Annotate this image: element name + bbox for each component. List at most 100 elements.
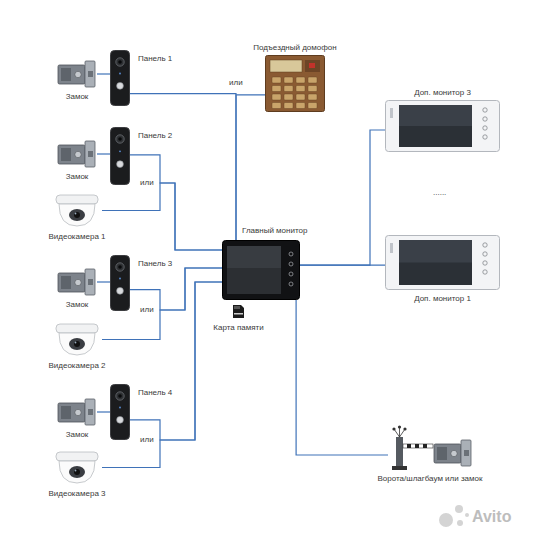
drawn-rect	[88, 71, 93, 77]
watermark-dot	[455, 505, 463, 513]
device-label: Панель 2	[138, 131, 172, 140]
drawn-rect	[415, 444, 419, 448]
drawn-circle	[119, 73, 121, 75]
drawn-rect	[234, 313, 243, 315]
drawn-rect	[396, 437, 403, 467]
drawn-circle	[483, 108, 487, 112]
drawn-circle	[289, 272, 293, 276]
drawn-circle	[75, 71, 81, 77]
extra-monitor: Доп. монитор 1	[385, 235, 500, 290]
main-illustration	[222, 240, 300, 300]
ellipsis-mark-anchor: ......	[433, 188, 446, 197]
drawn-circle	[116, 58, 124, 66]
wire-connector	[130, 94, 236, 240]
drawn-circle	[117, 287, 124, 294]
drawn-rect	[266, 56, 325, 112]
drawn-rect	[111, 51, 130, 106]
wire-connector	[236, 95, 265, 240]
drawn-circle	[403, 427, 406, 430]
lock-illustration	[57, 398, 97, 426]
drawn-ellipse	[69, 466, 85, 478]
drawn-rect	[272, 86, 281, 92]
camera-illustration	[52, 450, 102, 485]
lock-illustration	[57, 140, 97, 168]
main-monitor: Главный монитор	[222, 240, 300, 300]
drawn-rect	[284, 77, 293, 83]
drawn-rect	[399, 240, 472, 285]
or-note: или	[229, 78, 243, 87]
device-label: Главный монитор	[242, 226, 307, 235]
drawn-rect	[423, 444, 427, 448]
panel-illustration	[110, 50, 130, 106]
drawn-rect	[305, 60, 320, 72]
drawn-rect	[88, 279, 93, 285]
or-note: или	[140, 178, 154, 187]
drawn-path	[59, 461, 95, 483]
wire-connector	[130, 155, 222, 250]
drawn-circle	[75, 409, 81, 415]
drawn-circle	[483, 126, 487, 130]
device-label: Панель 4	[138, 388, 172, 397]
drawn-rect	[111, 128, 130, 185]
drawn-rect	[85, 399, 95, 425]
wire-connector	[296, 300, 388, 455]
drawn-rect	[308, 86, 317, 92]
drawn-g	[434, 440, 471, 466]
wire-connector	[97, 73, 110, 74]
or-note-anchor: или	[140, 178, 154, 187]
panel-illustration	[110, 384, 130, 440]
drawn-rect	[85, 61, 95, 87]
drawn-circle	[74, 469, 80, 475]
drawn-circle	[392, 427, 395, 430]
wire-connector	[300, 130, 385, 265]
panel-illustration	[110, 255, 130, 311]
dome-camera: Видеокамера 2	[52, 322, 102, 357]
call-panel: Панель 3	[110, 255, 130, 311]
drawn-rect	[296, 86, 305, 92]
drawn-circle	[74, 341, 80, 347]
device-label: Доп. монитор 1	[414, 294, 471, 303]
drawn-circle	[75, 342, 77, 344]
drawn-rect	[61, 148, 71, 161]
drawn-rect	[227, 246, 281, 268]
drawn-circle	[116, 392, 124, 400]
drawn-circle	[483, 261, 487, 265]
drawn-circle	[118, 137, 122, 141]
device-label: Видеокамера 2	[49, 361, 106, 370]
device-label: Панель 3	[138, 259, 172, 268]
drawn-rect	[61, 68, 71, 81]
lock-illustration	[57, 60, 97, 88]
drawn-rect	[88, 409, 93, 415]
dome-camera: Видеокамера 3	[52, 450, 102, 485]
drawn-rect	[434, 444, 461, 463]
drawn-circle	[118, 265, 122, 269]
device-label: Видеокамера 3	[49, 489, 106, 498]
drawn-circle	[75, 279, 81, 285]
drawn-rect	[390, 243, 393, 253]
drawn-circle	[483, 117, 487, 121]
wire-connector	[97, 411, 110, 412]
drawn-rect	[272, 77, 281, 83]
watermark-anchor: Avito	[472, 508, 511, 526]
lock-device: Замок	[57, 60, 97, 88]
device-label: Карта памяти	[213, 323, 263, 332]
camera-illustration	[52, 193, 102, 228]
drawn-circle	[483, 252, 487, 256]
drawn-circle	[289, 262, 293, 266]
drawn-rect	[407, 444, 411, 448]
drawn-rect	[272, 103, 281, 109]
drawn-rect	[399, 240, 472, 263]
drawn-circle	[483, 243, 487, 247]
drawn-circle	[74, 212, 80, 218]
wire-connector	[102, 183, 222, 250]
drawn-rect	[399, 105, 472, 147]
drawn-circle	[483, 270, 487, 274]
memory-card: Карта памяти	[232, 304, 245, 319]
or-note: или	[140, 305, 154, 314]
drawn-rect	[308, 103, 317, 109]
drawn-circle	[119, 150, 121, 152]
drawn-rect	[296, 77, 305, 83]
drawn-circle	[118, 394, 122, 398]
device-label: Панель 1	[138, 54, 172, 63]
drawn-circle	[116, 135, 124, 143]
